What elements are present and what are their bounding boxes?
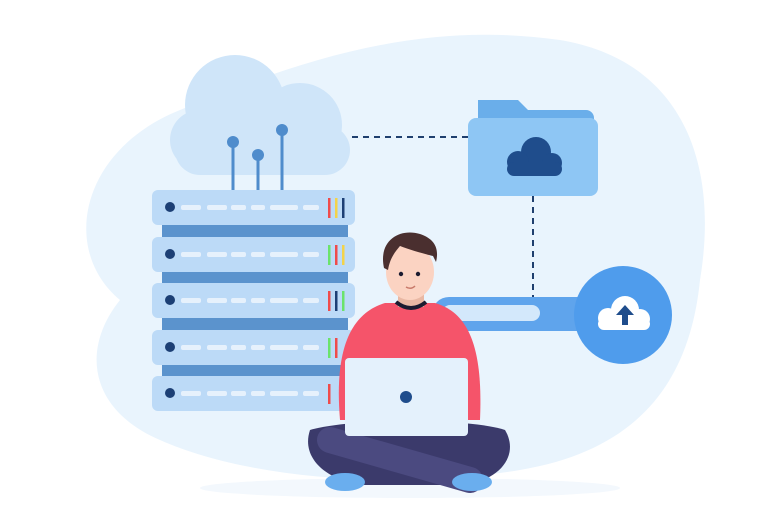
server-slot	[303, 345, 319, 350]
server-power-icon	[165, 202, 175, 212]
server-slot	[207, 345, 227, 350]
server-slot	[181, 252, 201, 257]
server-connector	[162, 223, 348, 237]
server-slot	[181, 205, 201, 210]
server-slot	[251, 391, 265, 396]
server-slot	[251, 205, 265, 210]
upload-bar-inner	[442, 305, 540, 321]
server-slot	[251, 252, 265, 257]
laptop-logo-icon	[400, 391, 412, 403]
server-slot	[207, 252, 227, 257]
right-sock	[452, 473, 492, 491]
server-slot	[181, 298, 201, 303]
server-slot	[231, 252, 246, 257]
server-slot	[270, 252, 298, 257]
face	[386, 244, 434, 300]
cloud-upload-icon	[598, 296, 650, 330]
server-power-icon	[165, 249, 175, 259]
upload-button	[574, 266, 672, 364]
server-slot	[303, 298, 319, 303]
server-slot	[303, 205, 319, 210]
server-slot	[303, 252, 319, 257]
server-slot	[251, 345, 265, 350]
server-power-icon	[165, 295, 175, 305]
server-status-led	[328, 338, 331, 358]
server-slot	[270, 345, 298, 350]
server-slot	[181, 345, 201, 350]
folder-cloud-icon	[507, 137, 562, 176]
server-slot	[303, 391, 319, 396]
server-status-led	[335, 245, 338, 265]
server-slot	[207, 391, 227, 396]
server-status-led	[328, 384, 331, 404]
server-slot	[231, 391, 246, 396]
server-slot	[231, 205, 246, 210]
person	[308, 232, 510, 493]
server-status-led	[335, 198, 338, 218]
server-status-led	[342, 291, 345, 311]
server-status-led	[328, 291, 331, 311]
server-connector	[162, 316, 348, 330]
left-sock	[325, 473, 365, 491]
server-slot	[181, 391, 201, 396]
server-status-led	[342, 245, 345, 265]
server-power-icon	[165, 388, 175, 398]
server-rack	[152, 190, 355, 411]
server-status-led	[342, 198, 345, 218]
cloud-icon	[170, 55, 350, 175]
server-status-led	[335, 291, 338, 311]
server-slot	[270, 205, 298, 210]
server-status-led	[328, 198, 331, 218]
server-slot	[207, 298, 227, 303]
hair	[382, 232, 438, 270]
server-slot	[207, 205, 227, 210]
server-slot	[270, 298, 298, 303]
server-status-led	[335, 338, 338, 358]
server-slot	[231, 298, 246, 303]
server-status-led	[328, 245, 331, 265]
server-connector	[162, 270, 348, 284]
floor-shadow	[200, 478, 620, 498]
server-connector	[162, 363, 348, 377]
server-slot	[231, 345, 246, 350]
server-power-icon	[165, 342, 175, 352]
antenna-icon	[227, 124, 288, 190]
server-slot	[251, 298, 265, 303]
cloud-folder-icon	[468, 100, 598, 196]
server-slot	[270, 391, 298, 396]
